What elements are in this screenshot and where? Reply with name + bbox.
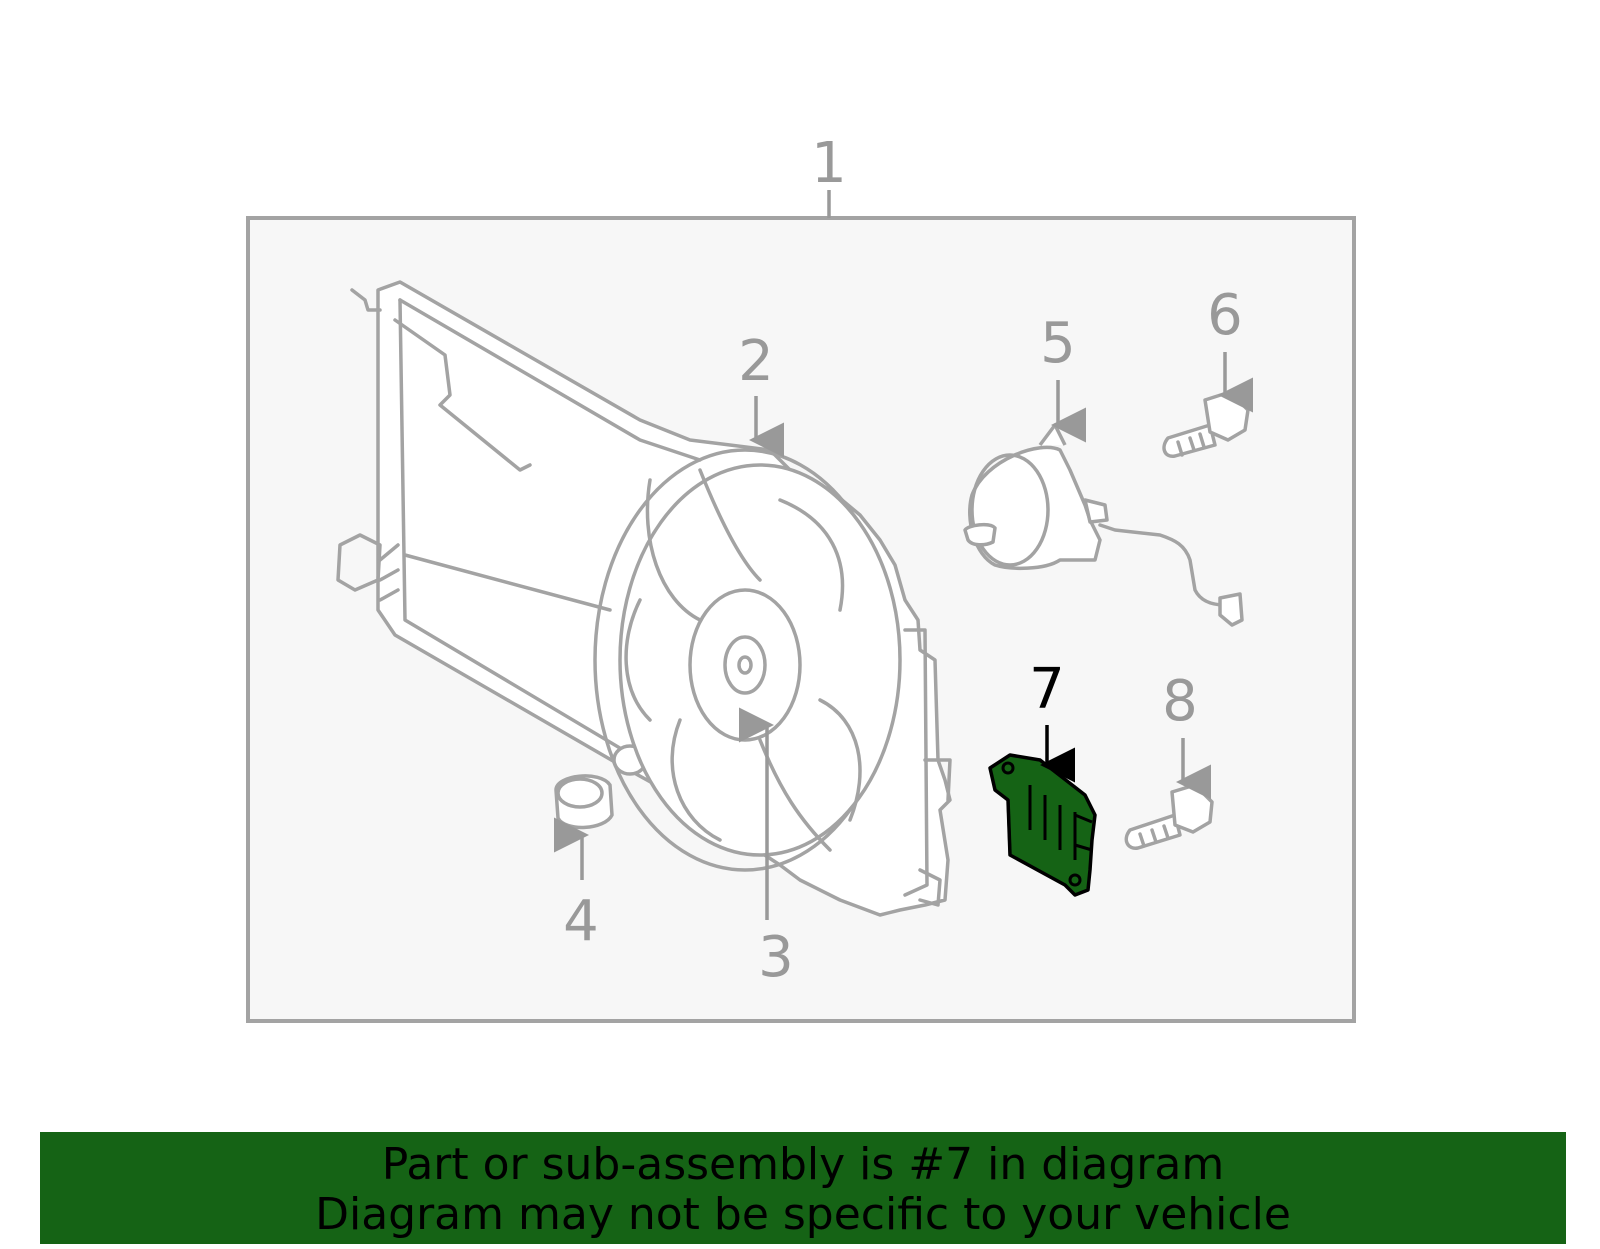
banner-line-1: Part or sub-assembly is #7 in diagram xyxy=(381,1139,1225,1190)
banner-line-2: Diagram may not be specific to your vehi… xyxy=(315,1189,1291,1240)
grommet-drawing xyxy=(554,774,614,830)
fan-blade-drawing xyxy=(618,463,902,857)
callout-6: 6 xyxy=(1207,283,1243,348)
callout-3: 3 xyxy=(758,925,794,990)
callout-7: 7 xyxy=(1029,657,1065,722)
callout-5: 5 xyxy=(1040,311,1076,376)
callout-8: 8 xyxy=(1162,669,1198,734)
callout-4: 4 xyxy=(563,889,599,954)
fan-motor-drawing xyxy=(963,423,1244,627)
part-info-banner: Part or sub-assembly is #7 in diagram Di… xyxy=(40,1132,1566,1244)
callout-2: 2 xyxy=(738,329,774,394)
callout-1: 1 xyxy=(811,131,847,196)
